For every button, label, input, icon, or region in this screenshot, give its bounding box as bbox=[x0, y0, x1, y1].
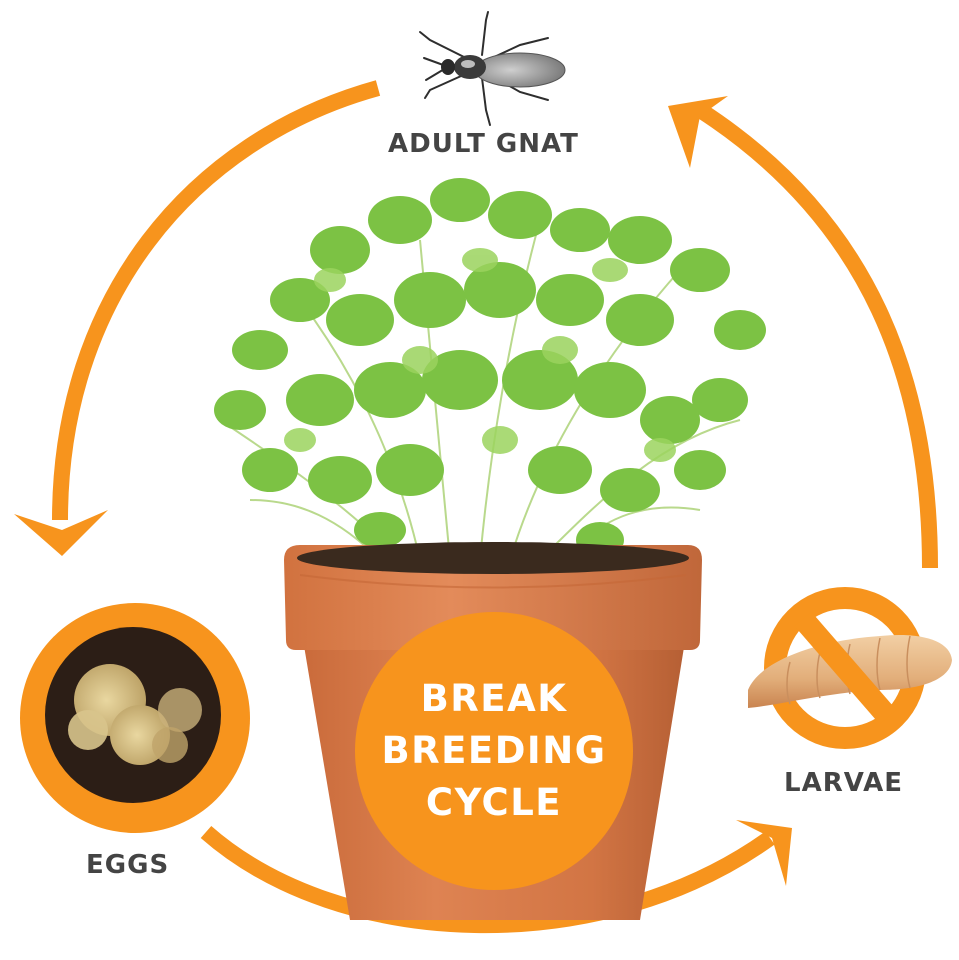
break-cycle-text: BREAK BREEDING CYCLE bbox=[355, 612, 633, 890]
break-cycle-badge bbox=[355, 612, 633, 890]
center-line-2: BREEDING bbox=[381, 729, 607, 772]
larva-prohibited-icon bbox=[748, 587, 952, 749]
label-eggs: EGGS bbox=[86, 850, 170, 880]
label-adult-gnat: ADULT GNAT bbox=[388, 129, 579, 159]
center-line-1: BREAK bbox=[420, 677, 568, 720]
arrow-adult-to-eggs bbox=[14, 80, 381, 556]
arrow-eggs-to-larvae bbox=[200, 820, 792, 933]
gnat-fly-icon bbox=[419, 11, 566, 126]
plant-foliage bbox=[214, 178, 766, 561]
center-line-3: CYCLE bbox=[425, 781, 563, 824]
arrow-larvae-to-adult bbox=[668, 96, 938, 569]
eggs-photo-circle bbox=[20, 603, 250, 833]
label-larvae: LARVAE bbox=[784, 768, 903, 798]
